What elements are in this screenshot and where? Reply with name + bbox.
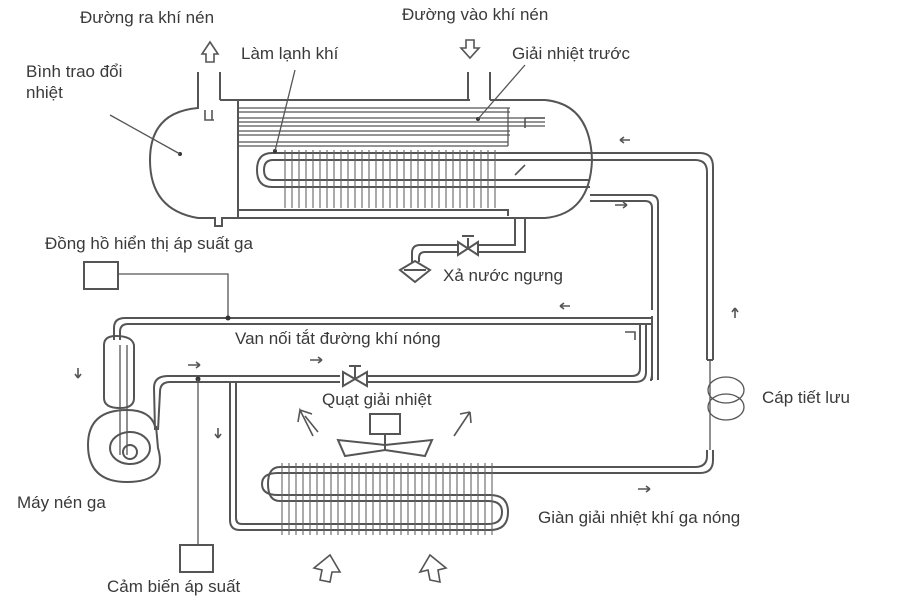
label-air-inlet: Đường vào khí nén	[402, 5, 549, 24]
pressure-gauge	[83, 261, 119, 290]
label-cooling-fan: Quạt giải nhiệt	[322, 390, 432, 409]
intake-arrow-icon	[418, 553, 448, 584]
evaporator-fins	[284, 150, 496, 208]
label-air-outlet: Đường ra khí nén	[80, 8, 215, 27]
label-heat-exchanger-1: Bình trao đổi	[26, 62, 123, 81]
label-pressure-sensor: Cảm biến áp suất	[107, 577, 241, 596]
label-gas-compressor: Máy nén ga	[17, 493, 106, 512]
leader-air-cooling	[274, 69, 296, 152]
capillary-tube	[707, 360, 745, 450]
compressor	[86, 375, 200, 484]
condenser-fins	[281, 463, 493, 535]
label-hot-gas-condenser: Giàn giải nhiệt khí ga nóng	[538, 508, 741, 527]
label-capillary-tube: Cáp tiết lưu	[762, 388, 850, 407]
flow-arrows	[74, 136, 739, 493]
intake-arrow-icon	[312, 553, 342, 583]
outlet-arrow-icon	[200, 40, 220, 63]
suction-line	[590, 194, 659, 381]
inlet-arrow-icon	[459, 39, 481, 60]
heat-exchanger-vessel	[148, 72, 594, 227]
leader-precooling	[477, 64, 526, 120]
label-heat-exchanger-2: nhiệt	[26, 83, 63, 102]
label-precooling: Giải nhiệt trước	[512, 44, 630, 63]
label-air-cooling: Làm lạnh khí	[241, 44, 339, 63]
cooling-fan	[336, 413, 434, 458]
leader-heat-exchanger	[109, 114, 181, 155]
main-loop	[83, 261, 659, 573]
label-condensate-drain: Xả nước ngưng	[443, 266, 563, 285]
label-bypass-valve: Van nối tắt đường khí nóng	[235, 329, 441, 348]
label-gas-pressure-gauge: Đồng hồ hiển thị áp suất ga	[45, 234, 253, 253]
airflow-arrow-icon	[453, 411, 472, 437]
accumulator	[103, 334, 135, 410]
airflow-arrow-icon	[297, 407, 319, 437]
drain-line	[398, 218, 526, 284]
condenser-coil	[260, 450, 714, 535]
pressure-sensor	[179, 544, 214, 573]
